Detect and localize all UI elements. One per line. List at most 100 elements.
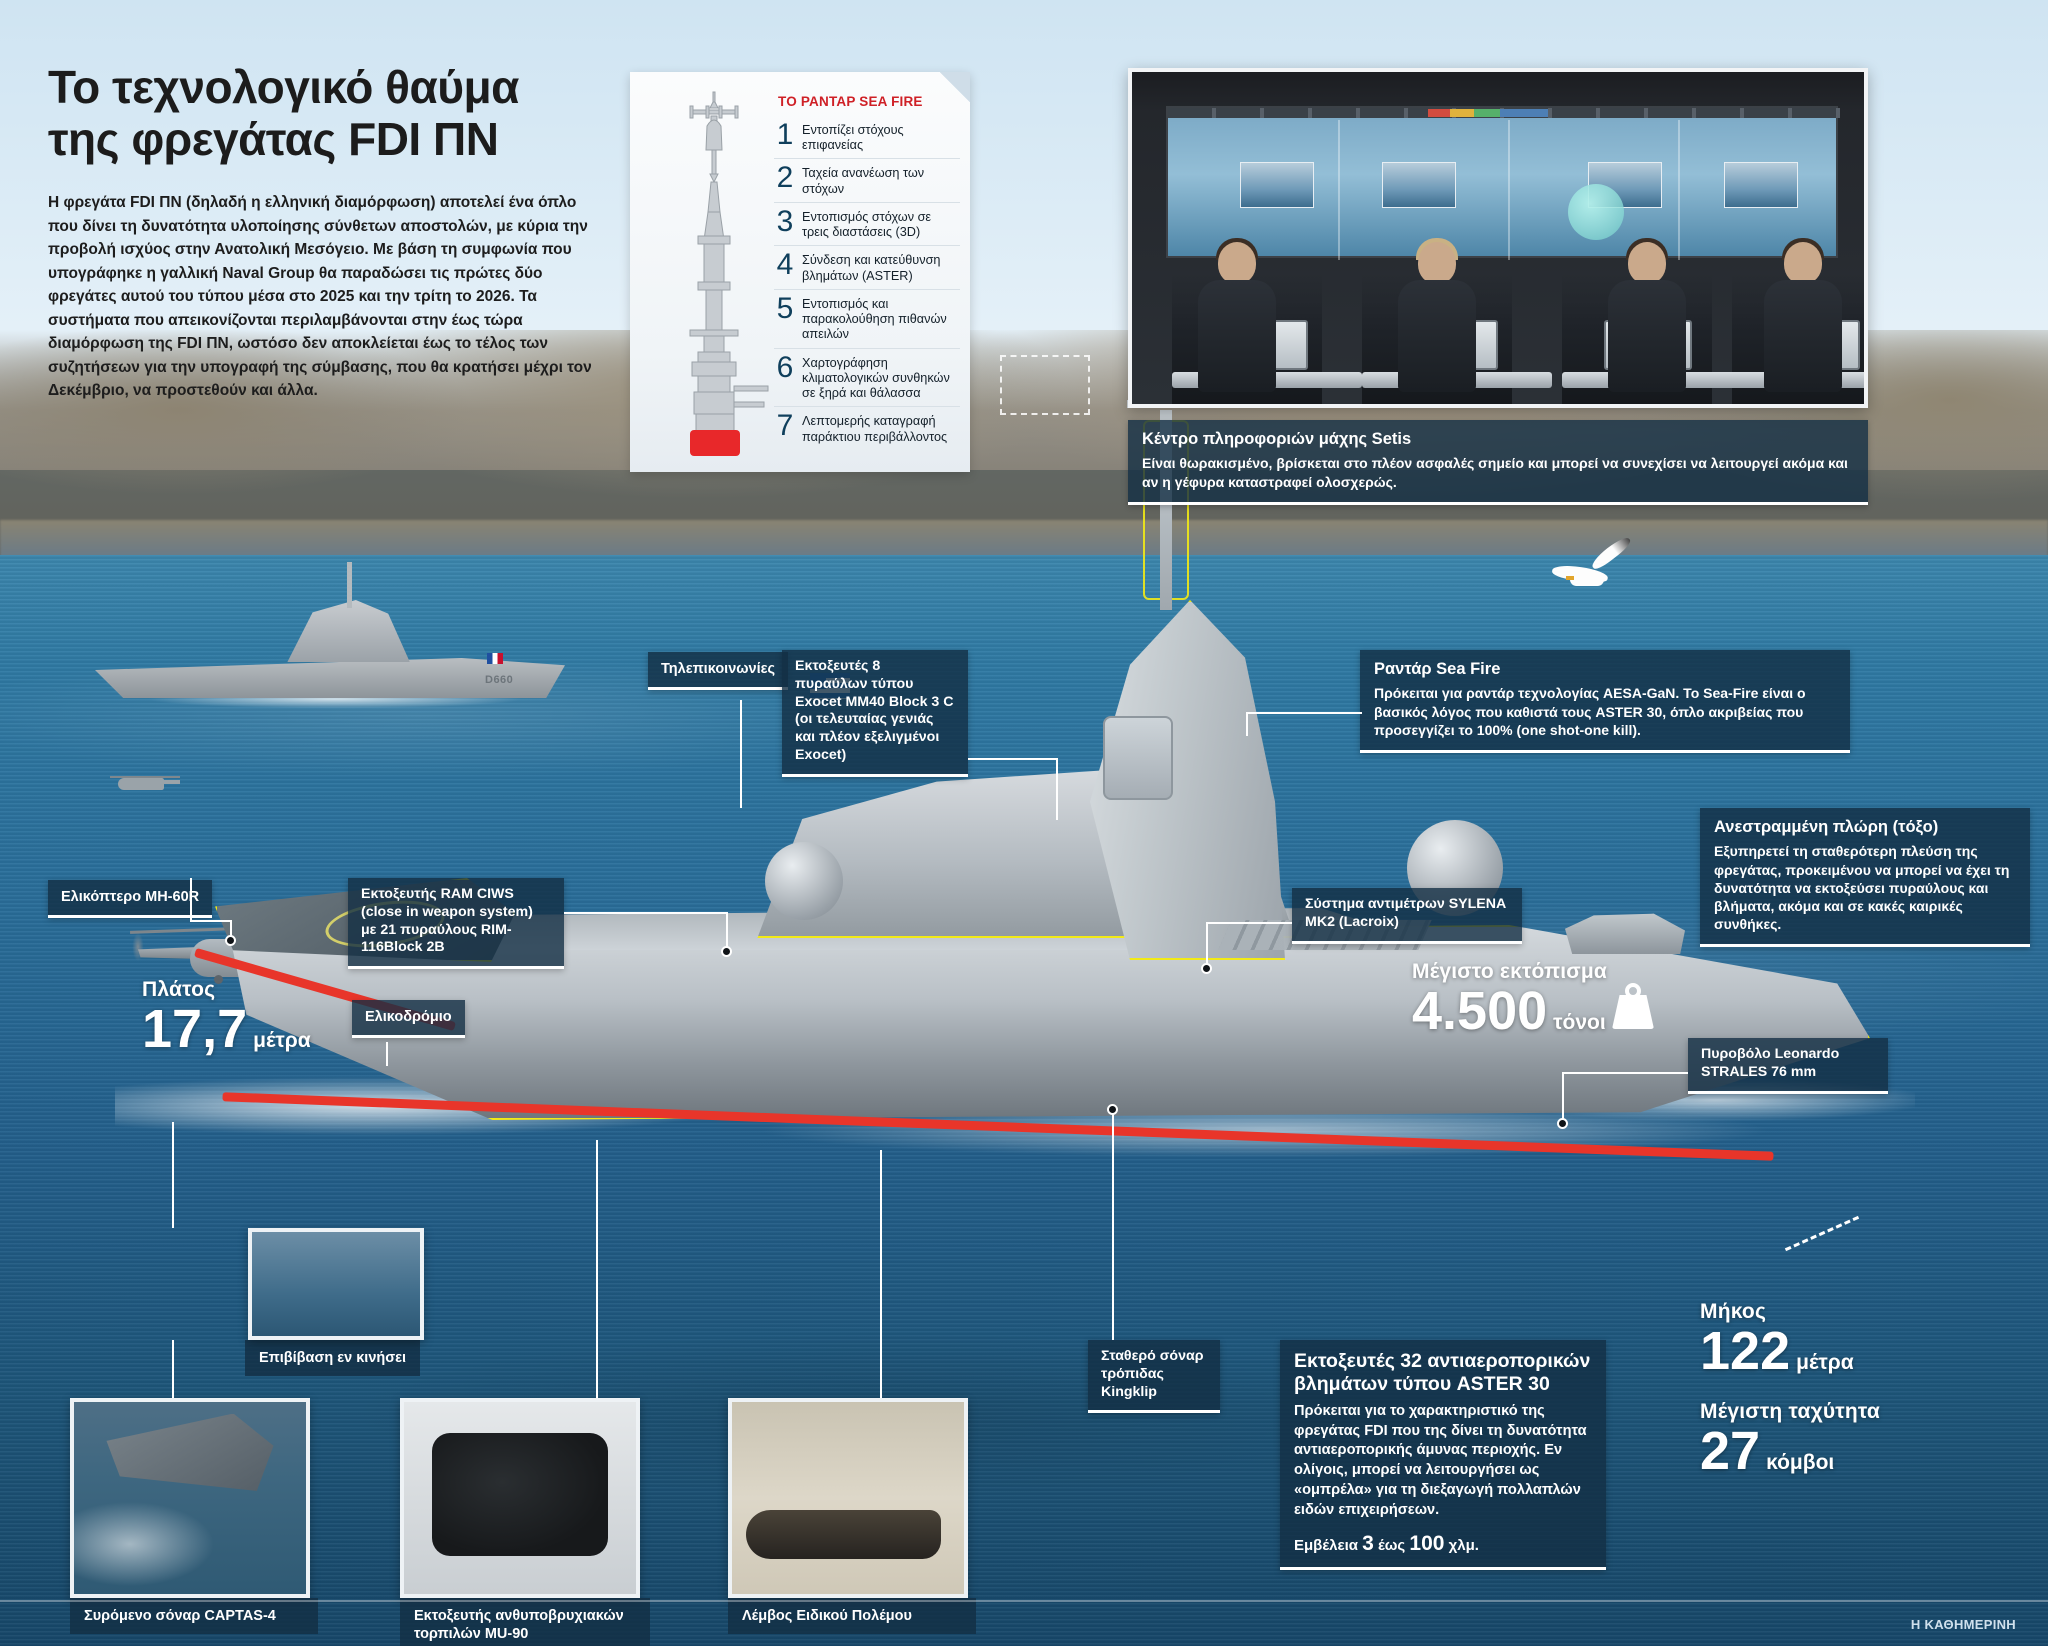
beam-unit: μέτρα [253,1029,311,1052]
page-title-line1: Το τεχνολογικό θαύμα [48,61,519,113]
leonardo-gun-callout: Πυροβόλο Leonardo STRALES 76 mm [1688,1038,1888,1094]
kingklip-callout: Σταθερό σόναρ τρόπιδας Kingklip [1088,1340,1220,1414]
french-flag-icon [487,653,503,664]
radar-item-number: 6 [776,350,794,384]
ram-ciws-callout: Εκτοξευτής RAM CIWS (close in weapon sys… [348,878,564,969]
radar-item-number: 3 [776,204,794,238]
ram-ciws-title: Εκτοξευτής RAM CIWS (close in weapon sys… [361,886,533,956]
displacement-label: Μέγιστο εκτόπισμα [1412,960,1608,983]
operator-figure [1758,238,1848,392]
aster30-title: Εκτοξευτές 32 αντιαεροπορικών βλημάτων τ… [1294,1350,1591,1396]
helicopter-leader-line [230,920,232,940]
seagull-icon [1548,534,1638,593]
ram-leader-line [726,912,728,952]
displacement-value: 4.500 [1412,981,1548,1041]
aster30-range-mid: έως [1373,1536,1410,1554]
title-block: Το τεχνολογικό θαύμα της φρεγάτας FDI ΠΝ… [48,61,648,403]
setis-caption-callout: Κέντρο πληροφοριών μάχης Setis Είναι θωρ… [1128,420,1868,505]
kingklip-leader-line [1112,1110,1114,1340]
page-title: Το τεχνολογικό θαύμα της φρεγάτας FDI ΠΝ [48,61,648,165]
leonardo-leader-line [1562,1072,1564,1124]
aster30-body: Πρόκειται για το χαρακτηριστικό της φρεγ… [1294,1402,1587,1518]
radar-item-number: 2 [776,161,794,195]
setis-video-wall [1166,106,1840,260]
footer-divider [0,1600,2048,1602]
captas-photo-caption: Συρόμενο σόναρ CAPTAS-4 [70,1598,318,1635]
embark-leader-line [172,1122,174,1228]
speed-unit: κόμβοι [1766,1451,1835,1474]
aster30-range-prefix: Εμβέλεια [1294,1536,1363,1554]
kingklip-leader-dot [1107,1104,1118,1115]
radar-item-text: Εντοπισμός και παρακολούθηση πιθανών απε… [802,296,947,342]
radar-item-text: Ταχεία ανανέωση των στόχων [802,166,925,196]
radar-list-item: 7 Λεπτομερής καταγραφή παράκτιου περιβάλ… [774,406,960,449]
beam-label: Πλάτος [142,978,216,1001]
sea-fire-callout: Ραντάρ Sea Fire Πρόκειται για ραντάρ τεχ… [1360,650,1850,754]
inverted-bow-callout: Ανεστραμμένη πλώρη (τόξο) Εξυπηρετεί τη … [1700,808,2030,948]
operator-figure [1392,238,1482,392]
aster30-range-unit: χλμ. [1444,1536,1479,1554]
helicopter-leader-line [190,878,192,922]
page-title-line2: της φρεγάτας FDI ΠΝ [48,112,499,165]
leonardo-gun-title: Πυροβόλο Leonardo STRALES 76 mm [1701,1046,1840,1080]
embark-photo-caption: Επιβίβαση εν κινήσει [245,1340,421,1377]
aster30-callout: Εκτοξευτές 32 αντιαεροπορικών βλημάτων τ… [1280,1340,1606,1570]
main-gun-turret [1565,913,1685,954]
helicopter-title: Ελικόπτερο MH-60R [61,889,200,905]
weight-icon [1612,983,1654,1029]
small-helicopter-icon [110,770,180,796]
radar-item-text: Λεπτομερής καταγραφή παράκτιου περιβάλλο… [802,414,948,444]
distant-ship-hull-number: D660 [485,674,514,686]
telecom-leader-line [740,700,742,808]
radar-list-item: 6 Χαρτογράφηση κλιματολογικών συνθηκών σ… [774,347,960,407]
distant-frigate-photo: D660 [75,562,595,720]
radar-item-number: 7 [776,409,794,443]
helicopter-callout: Ελικόπτερο MH-60R [48,880,213,919]
aster30-range: Εμβέλεια 3 έως 100 χλμ. [1294,1532,1592,1556]
leonardo-leader-dot [1557,1118,1568,1129]
inverted-bow-title: Ανεστραμμένη πλώρη (τόξο) [1714,818,1939,836]
inverted-bow-body: Εξυπηρετεί τη σταθερότερη πλεύση της φρε… [1714,843,2010,933]
setis-caption-body: Είναι θωρακισμένο, βρίσκεται στο πλέον α… [1142,455,1848,490]
radar-item-text: Χαρτογράφηση κλιματολογικών συνθηκών σε … [802,355,950,401]
radar-item-number: 4 [776,248,794,282]
embark-photo [248,1228,424,1340]
sea-fire-leader-line [1246,712,1362,714]
aster30-range-max: 100 [1409,1531,1445,1555]
ram-leader-dot [721,946,732,957]
sylena-title: Σύστημα αντιμέτρων SYLENA MK2 (Lacroix) [1305,896,1506,930]
sylena-leader-dot [1201,963,1212,974]
satcom-dome-aft [765,842,843,920]
kingklip-title: Σταθερό σόναρ τρόπιδας Kingklip [1101,1348,1204,1400]
radar-item-text: Εντοπίζει στόχους επιφανείας [802,123,904,153]
length-unit: μέτρα [1796,1351,1854,1374]
radar-list-item: 3 Εντοπισμός στόχων σε τρεις διαστάσεις … [774,201,960,245]
leonardo-leader-line [1562,1072,1688,1074]
mast-diagram-icon [689,91,769,456]
exocet-title: Εκτοξευτές 8 πυραύλων τύπου Exocet MM40 … [795,658,954,763]
length-label: Μήκος [1700,1300,1767,1323]
exocet-leader-line [968,758,1058,760]
sea-fire-radar-panel [1103,716,1173,800]
exocet-callout: Εκτοξευτές 8 πυραύλων τύπου Exocet MM40 … [782,650,968,777]
radar-item-text: Εντοπισμός στόχων σε τρεις διαστάσεις (3… [802,209,932,240]
sea-fire-callout-title: Ραντάρ Sea Fire [1374,660,1501,678]
radar-scope-circle [1568,184,1624,240]
radar-panel-title: ΤΟ PANTAP SEA FIRE [778,94,923,109]
speed-label: Μέγιστη ταχύτητα [1700,1400,1880,1423]
radar-list-item: 1 Εντοπίζει στόχους επιφανείας [774,116,960,158]
operator-figure [1602,238,1692,392]
sylena-callout: Σύστημα αντιμέτρων SYLENA MK2 (Lacroix) [1292,888,1522,944]
radar-item-text: Σύνδεση και κατεύθυνση βλημάτων (ASTER) [802,253,941,283]
ram-leader-line [564,912,726,914]
captas-photo [70,1398,310,1598]
aster30-range-min: 3 [1362,1531,1374,1555]
sea-fire-callout-body: Πρόκειται για ραντάρ τεχνολογίας AESA-Ga… [1374,685,1806,738]
telecommunications-callout: Τηλεπικοινωνίες [648,652,789,691]
boat-photo [728,1398,968,1598]
speed-value: 27 [1700,1421,1761,1481]
